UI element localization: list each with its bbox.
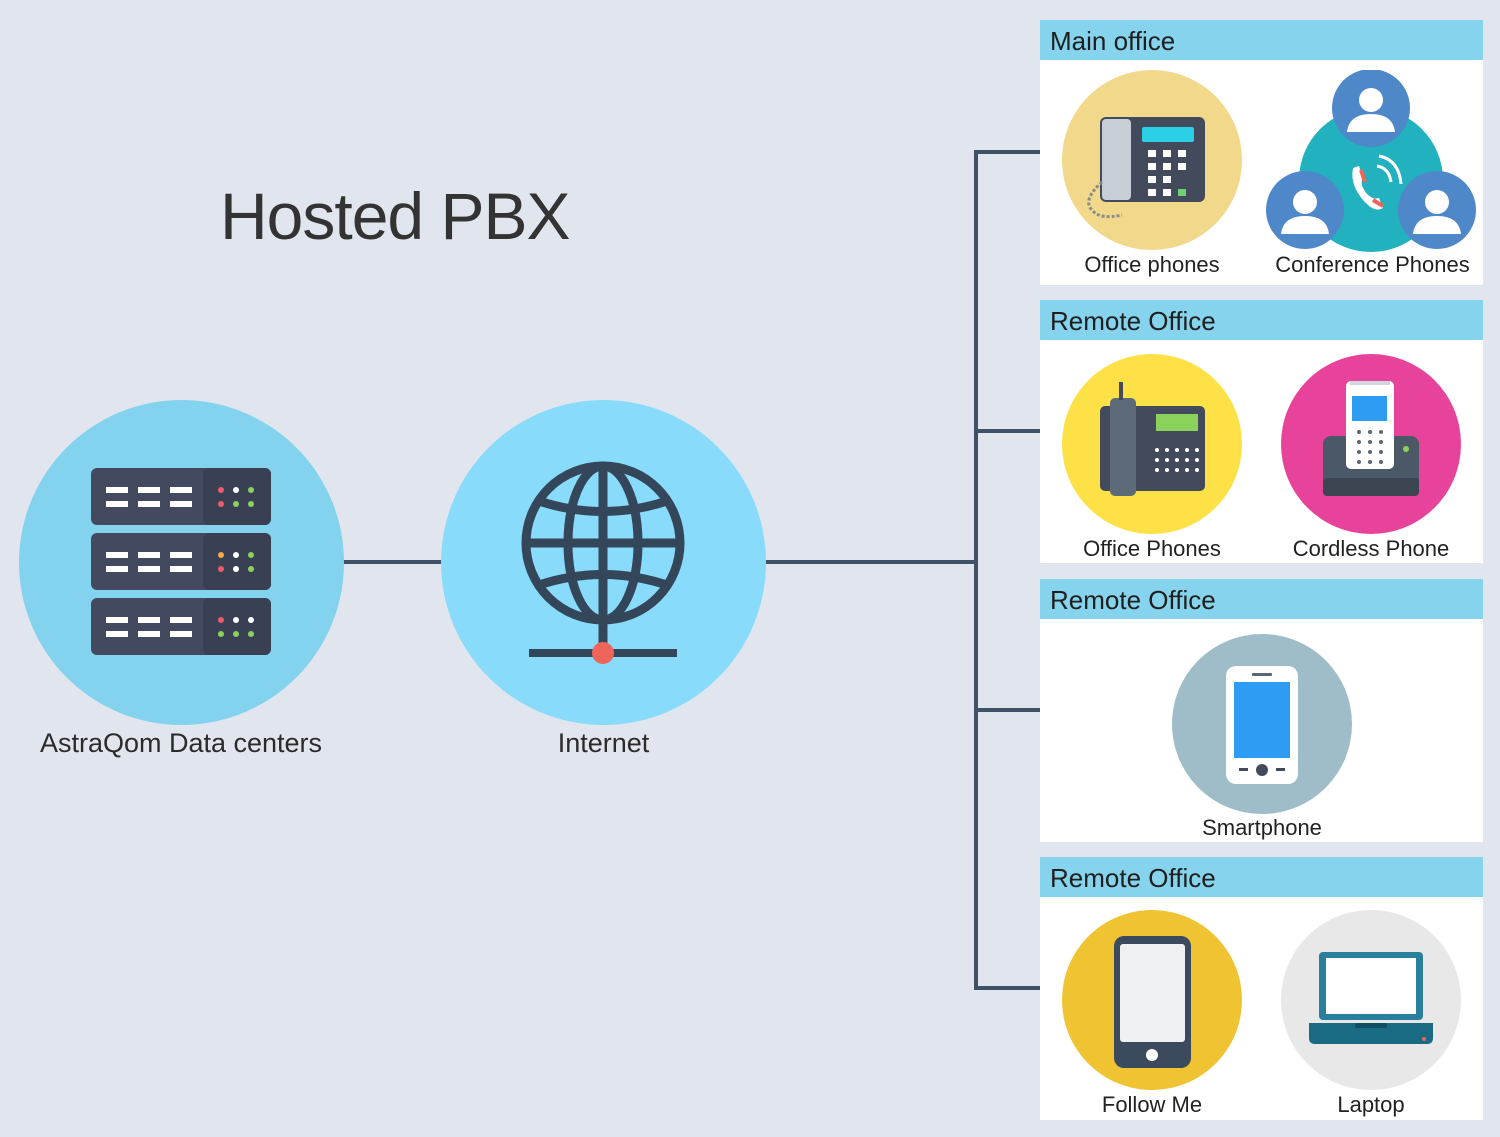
conference-call-icon bbox=[1266, 69, 1476, 252]
panel-header: Remote Office bbox=[1040, 579, 1483, 619]
office-phone-icon bbox=[1062, 354, 1242, 534]
device-conference-phones[interactable]: Conference Phones bbox=[1265, 69, 1480, 277]
device-label: Laptop bbox=[1337, 1092, 1405, 1117]
panel-header: Remote Office bbox=[1040, 300, 1483, 340]
panel-remote-office-2: Remote Office Smartphone bbox=[1040, 579, 1483, 842]
panel-header: Remote Office bbox=[1040, 857, 1483, 897]
internet-node[interactable] bbox=[441, 400, 766, 725]
panel-header: Main office bbox=[1040, 20, 1483, 60]
panel-remote-office-1: Remote Office Office Phones bbox=[1040, 300, 1483, 563]
internet-label: Internet bbox=[557, 728, 650, 758]
datacenter-label: AstraQom Data centers bbox=[39, 728, 323, 758]
device-office-phones-remote[interactable]: Office Phones bbox=[1062, 354, 1242, 561]
device-office-phones[interactable]: Office phones bbox=[1062, 70, 1242, 277]
cordless-phone-icon bbox=[1281, 354, 1461, 534]
panel-remote-office-3: Remote Office Follow Me Laptop bbox=[1040, 857, 1483, 1120]
device-follow-me[interactable]: Follow Me bbox=[1062, 910, 1242, 1117]
device-cordless-phone[interactable]: Cordless Phone bbox=[1281, 354, 1461, 561]
device-label: Conference Phones bbox=[1275, 252, 1470, 277]
device-smartphone[interactable]: Smartphone bbox=[1172, 634, 1352, 840]
panel-main-office: Main office Office phones bbox=[1040, 20, 1483, 285]
mobile-phone-icon bbox=[1062, 910, 1242, 1090]
device-label: Office Phones bbox=[1083, 536, 1221, 561]
device-label: Smartphone bbox=[1202, 815, 1322, 840]
desk-phone-icon bbox=[1062, 70, 1242, 250]
device-label: Follow Me bbox=[1101, 1092, 1203, 1117]
globe-icon bbox=[521, 461, 685, 664]
device-label: Cordless Phone bbox=[1292, 536, 1450, 561]
laptop-icon bbox=[1281, 910, 1461, 1090]
device-laptop[interactable]: Laptop bbox=[1281, 910, 1461, 1117]
smartphone-icon bbox=[1172, 634, 1352, 814]
diagram-title: Hosted PBX bbox=[220, 179, 571, 253]
server-rack-icon bbox=[91, 468, 271, 655]
device-label: Office phones bbox=[1084, 252, 1220, 277]
datacenter-node[interactable] bbox=[19, 400, 344, 725]
